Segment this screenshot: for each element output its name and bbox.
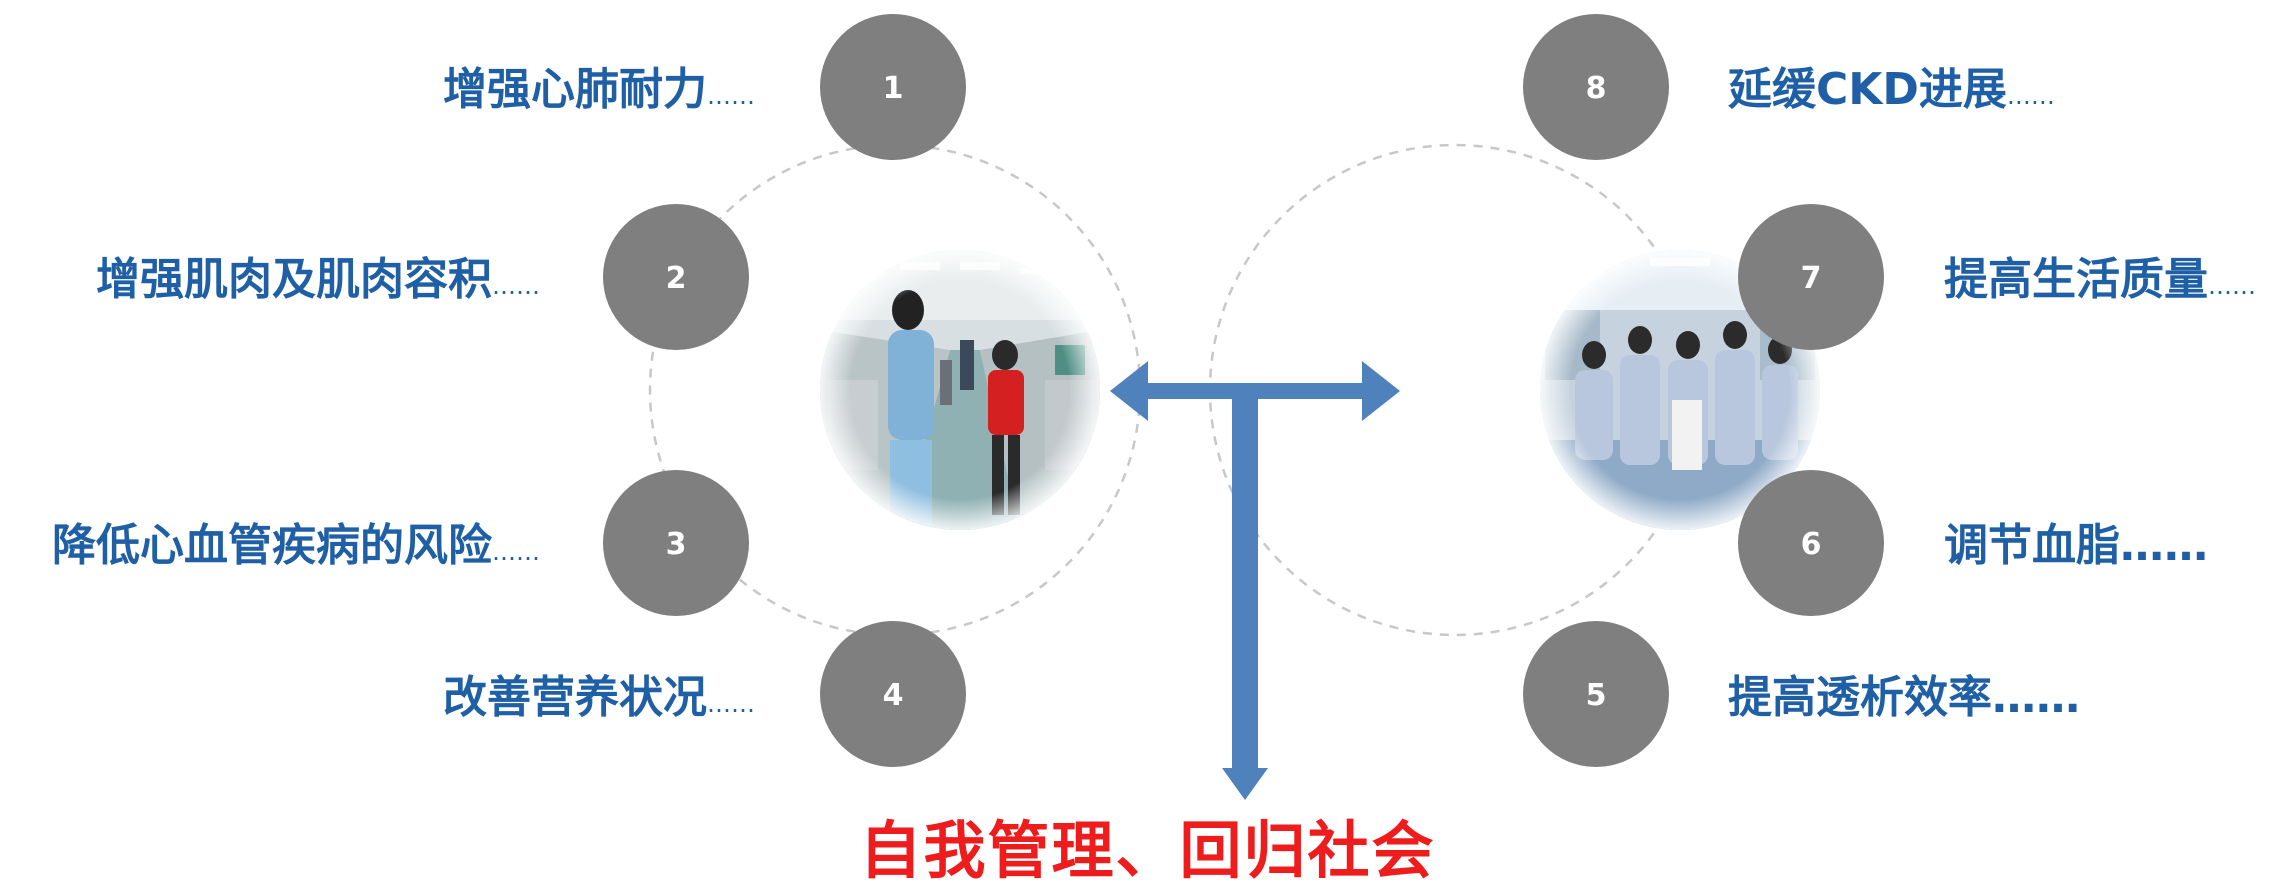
right-item-7-text: 提高生活质量 [1944,254,2208,305]
right-item-5-dots: …… [1992,672,2080,723]
right-item-6: 调节血脂…… [1944,524,2208,568]
node-4-label: 4 [883,678,904,713]
arrow-down-head [1222,768,1268,800]
left-item-4-dots: …… [707,690,755,718]
node-6: 6 [1738,470,1884,616]
node-3-label: 3 [666,527,687,562]
left-photo [820,250,1100,530]
right-item-7: 提高生活质量…… [1944,258,2256,302]
node-2-label: 2 [666,261,687,296]
t-arrow [1110,361,1400,800]
node-6-label: 6 [1801,527,1822,562]
right-item-5: 提高透析效率…… [1728,676,2080,720]
left-item-1-dots: …… [707,82,755,110]
right-item-6-text: 调节血脂 [1944,520,2120,571]
right-item-7-dots: …… [2208,272,2256,300]
left-item-3: 降低心血管疾病的风险…… [52,524,540,568]
left-item-4: 改善营养状况…… [443,676,755,720]
node-8: 8 [1523,14,1669,160]
node-1-label: 1 [883,71,904,106]
left-item-3-text: 降低心血管疾病的风险 [52,520,492,571]
arrow-left-head [1110,361,1148,421]
right-item-8: 延缓CKD进展…… [1728,68,2055,112]
left-item-2-dots: …… [492,272,540,300]
node-4: 4 [820,621,966,767]
node-5-label: 5 [1586,678,1607,713]
node-5: 5 [1523,621,1669,767]
node-7-label: 7 [1801,261,1822,296]
left-item-1: 增强心肺耐力…… [443,68,755,112]
left-item-4-text: 改善营养状况 [443,672,707,723]
node-7: 7 [1738,204,1884,350]
bottom-title: 自我管理、回归社会 [859,814,1436,887]
right-item-8-dots: …… [2006,82,2055,110]
node-1: 1 [820,14,966,160]
left-item-2: 增强肌肉及肌肉容积…… [96,258,540,302]
node-2: 2 [603,204,749,350]
right-item-5-text: 提高透析效率 [1728,672,1992,723]
right-item-8-text: 延缓CKD进展 [1728,64,2007,115]
node-8-label: 8 [1586,71,1607,106]
left-item-2-text: 增强肌肉及肌肉容积 [96,254,492,305]
right-item-6-dots: …… [2120,520,2208,571]
left-item-3-dots: …… [492,538,540,566]
left-item-1-text: 增强心肺耐力 [443,64,707,115]
node-3: 3 [603,470,749,616]
arrow-right-head [1362,361,1400,421]
